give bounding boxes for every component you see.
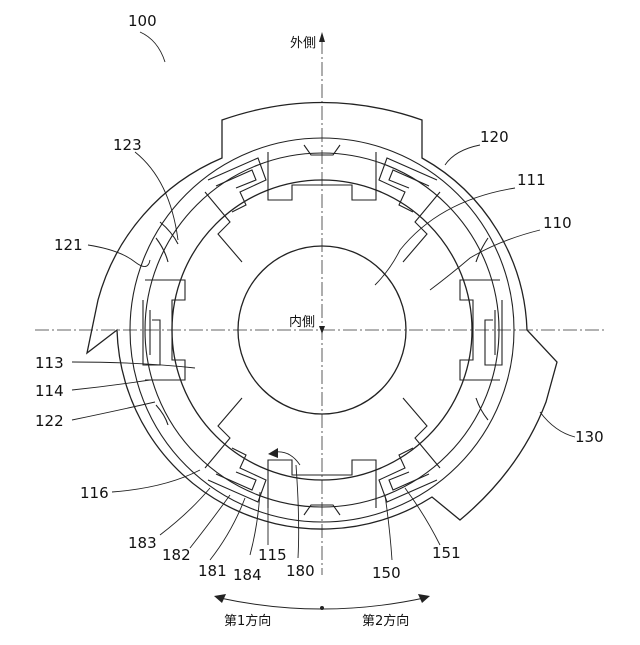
direction-center-dot xyxy=(320,606,324,610)
label-113: 113 xyxy=(35,354,64,372)
label-151: 151 xyxy=(432,544,461,562)
label-182: 182 xyxy=(162,546,191,564)
label-121: 121 xyxy=(54,236,83,254)
label-110: 110 xyxy=(543,214,572,232)
label-120: 120 xyxy=(480,128,509,146)
figure-number: 100 xyxy=(128,12,157,30)
notch-121 xyxy=(156,238,168,262)
notch-right-upper xyxy=(476,238,488,262)
label-150: 150 xyxy=(372,564,401,582)
label-114: 114 xyxy=(35,382,64,400)
second-direction-label: 第2方向 xyxy=(362,613,409,629)
notch-right-lower xyxy=(476,398,488,420)
outer-arrowhead xyxy=(319,32,325,42)
label-111: 111 xyxy=(517,171,546,189)
rotation-arrowhead xyxy=(268,448,278,458)
inner-side-label: 内側 xyxy=(289,314,315,330)
rotation-arrow-180 xyxy=(275,452,300,465)
outer-side-label: 外側 xyxy=(290,36,316,51)
label-180: 180 xyxy=(286,562,315,580)
label-130: 130 xyxy=(575,428,604,446)
label-181: 181 xyxy=(198,562,227,580)
label-122: 122 xyxy=(35,412,64,430)
label-116: 116 xyxy=(80,484,109,502)
label-123: 123 xyxy=(113,136,142,154)
first-direction-label: 第1方向 xyxy=(224,613,271,629)
label-183: 183 xyxy=(128,534,157,552)
label-184: 184 xyxy=(233,566,262,584)
label-115: 115 xyxy=(258,546,287,564)
